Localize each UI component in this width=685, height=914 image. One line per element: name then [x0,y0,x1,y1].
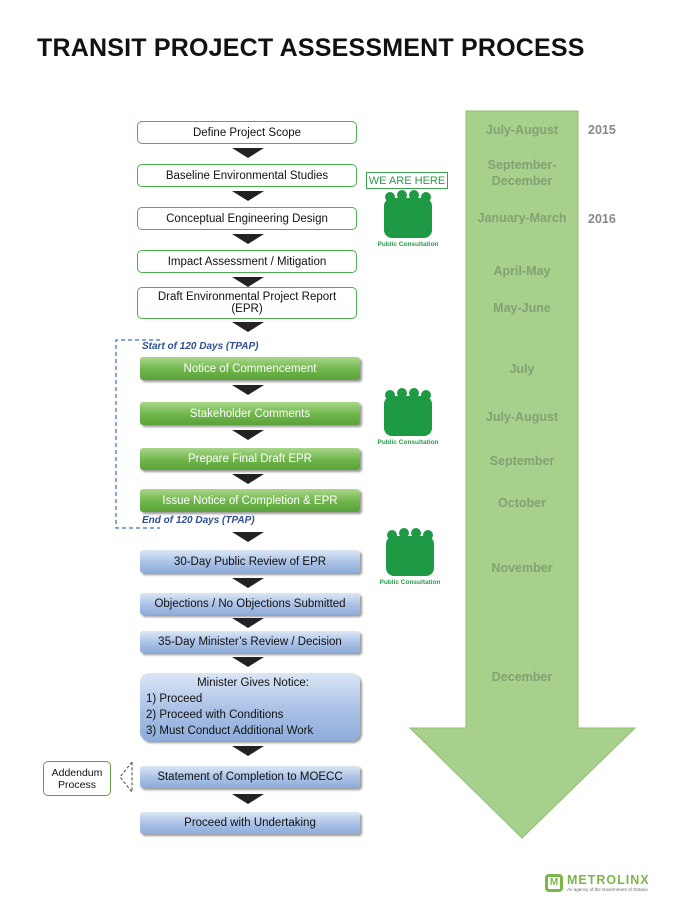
addendum-box: Addendum Process [43,761,111,796]
timeline-label: January-March [477,211,567,225]
timeline-label: November [491,561,553,575]
timeline-label: April-May [493,264,551,278]
timeline-label: October [498,496,546,510]
metrolinx-m-icon: M [545,874,563,892]
step-notice-commencement: Notice of Commencement [140,357,360,380]
timeline-label: September [489,454,555,468]
minister-heading: Minister Gives Notice: [197,677,309,689]
logo-name: METROLINX [567,873,650,887]
down-arrow-icon [232,277,264,287]
year-label: 2015 [588,123,616,137]
public-consultation-label: Public Consultation [377,241,439,248]
step-proceed: Proceed with Undertaking [140,812,360,834]
minister-option: 1) Proceed [146,693,203,705]
timeline-label: May-June [493,301,551,315]
down-arrow-icon [232,385,264,395]
down-arrow-icon [232,191,264,201]
logo-tagline: An agency of the Government of Ontario [567,887,648,892]
step-baseline: Baseline Environmental Studies [137,164,357,187]
year-label: 2016 [588,212,616,226]
step-objections: Objections / No Objections Submitted [140,593,360,615]
timeline-label: July-August [485,410,559,424]
page-title: TRANSIT PROJECT ASSESSMENT PROCESS [37,34,585,62]
step-draft-epr: Draft Environmental Project Report (EPR) [137,287,357,319]
step-conceptual: Conceptual Engineering Design [137,207,357,230]
down-arrow-icon [232,322,264,332]
start-note: Start of 120 Days (TPAP) [142,341,259,352]
public-consultation-label: Public Consultation [377,439,439,446]
minister-option: 2) Proceed with Conditions [146,709,284,721]
public-consultation-icon: Public Consultation [378,528,442,586]
down-arrow-icon [232,618,264,628]
step-stakeholder: Stakeholder Comments [140,402,360,425]
public-consultation-label: Public Consultation [379,579,441,586]
step-notice-completion: Issue Notice of Completion & EPR [140,489,360,512]
timeline-label: December [491,670,553,684]
end-note: End of 120 Days (TPAP) [142,515,255,526]
timeline-label: July-August [485,123,559,137]
down-arrow-icon [232,430,264,440]
timeline-label: July [509,362,535,376]
we-are-here-label: WE ARE HERE [366,172,448,189]
down-arrow-icon [232,746,264,756]
down-arrow-icon [232,794,264,804]
step-minister-notice: Minister Gives Notice: 1) Proceed 2) Pro… [140,673,360,741]
down-arrow-icon [232,148,264,158]
step-impact: Impact Assessment / Mitigation [137,250,357,273]
step-public-review: 30-Day Public Review of EPR [140,550,360,573]
public-consultation-icon: Public Consultation [376,388,440,446]
down-arrow-icon [232,657,264,667]
step-statement: Statement of Completion to MOECC [140,766,360,788]
public-consultation-icon: Public Consultation [376,190,440,248]
down-arrow-icon [232,578,264,588]
step-minister-review: 35-Day Minister’s Review / Decision [140,631,360,653]
down-arrow-icon [232,234,264,244]
metrolinx-logo: M METROLINX An agency of the Government … [545,874,650,892]
minister-option: 3) Must Conduct Additional Work [146,725,314,737]
step-define-scope: Define Project Scope [137,121,357,144]
step-final-draft: Prepare Final Draft EPR [140,448,360,470]
down-arrow-icon [232,474,264,484]
down-arrow-icon [232,532,264,542]
timeline-label: September-December [487,158,557,188]
